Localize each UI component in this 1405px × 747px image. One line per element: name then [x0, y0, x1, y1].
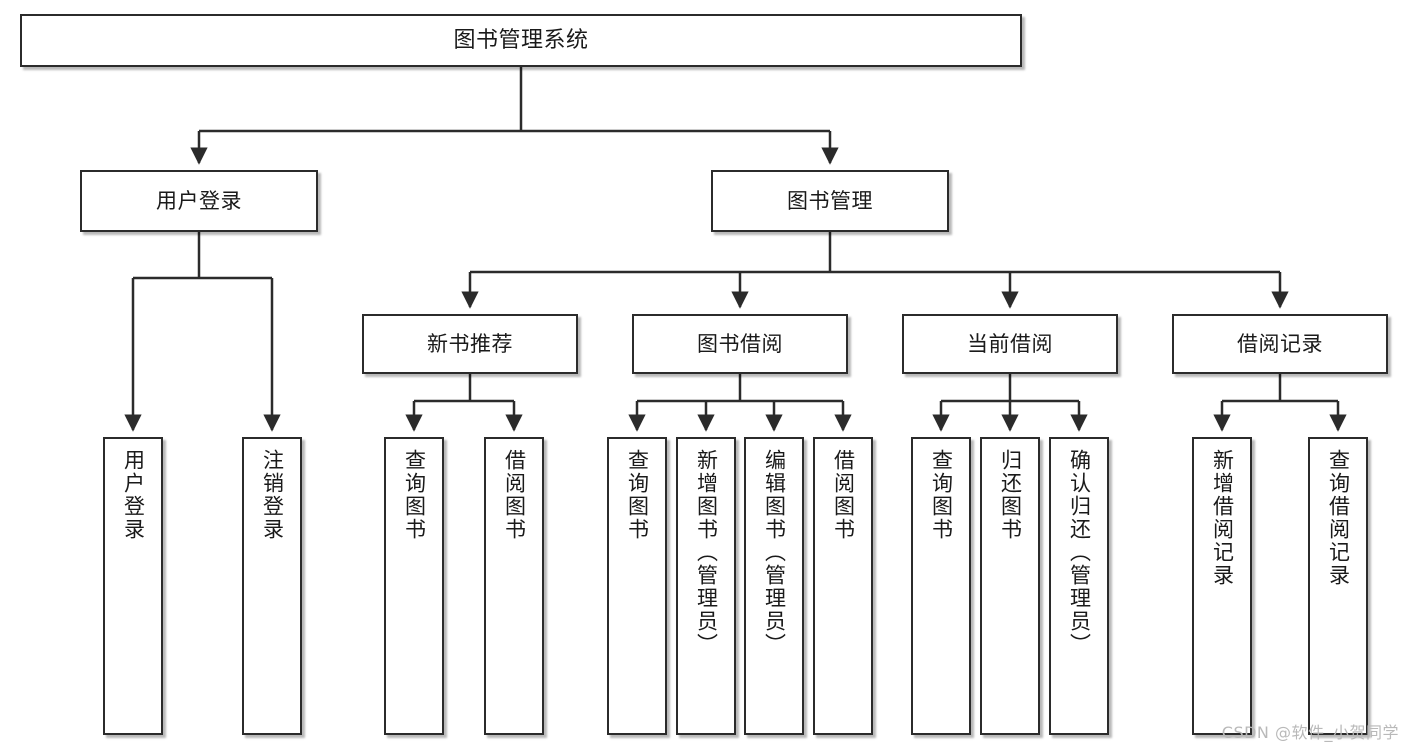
node-leaf-query-book-1-label: 查询图书 [402, 449, 427, 541]
node-borrow-record-label: 借阅记录 [1237, 331, 1323, 356]
node-leaf-edit-book-label: 编辑图书（管理员） [762, 449, 787, 656]
node-leaf-query-record[interactable]: 查询借阅记录 [1308, 437, 1368, 735]
node-leaf-edit-book[interactable]: 编辑图书（管理员） [744, 437, 804, 735]
node-leaf-user-login[interactable]: 用户登录 [103, 437, 163, 735]
node-leaf-query-book-2[interactable]: 查询图书 [607, 437, 667, 735]
node-leaf-query-book-3[interactable]: 查询图书 [911, 437, 971, 735]
node-book-borrow[interactable]: 图书借阅 [632, 314, 848, 374]
node-leaf-query-book-1[interactable]: 查询图书 [384, 437, 444, 735]
node-user-login[interactable]: 用户登录 [80, 170, 318, 232]
node-leaf-return-book[interactable]: 归还图书 [980, 437, 1040, 735]
node-book-management-label: 图书管理 [787, 188, 873, 213]
node-leaf-return-book-label: 归还图书 [998, 449, 1023, 541]
node-leaf-borrow-book-2-label: 借阅图书 [831, 449, 856, 541]
node-leaf-add-record-label: 新增借阅记录 [1210, 449, 1235, 587]
node-leaf-confirm-return-label: 确认归还（管理员） [1067, 449, 1092, 656]
node-book-management[interactable]: 图书管理 [711, 170, 949, 232]
node-leaf-borrow-book-2[interactable]: 借阅图书 [813, 437, 873, 735]
node-leaf-confirm-return[interactable]: 确认归还（管理员） [1049, 437, 1109, 735]
node-leaf-query-record-label: 查询借阅记录 [1326, 449, 1351, 587]
node-leaf-logout-login[interactable]: 注销登录 [242, 437, 302, 735]
node-leaf-add-book[interactable]: 新增图书（管理员） [676, 437, 736, 735]
node-leaf-add-book-label: 新增图书（管理员） [694, 449, 719, 656]
csdn-watermark: CSDN @软件_小贺同学 [1221, 723, 1399, 742]
node-leaf-query-book-3-label: 查询图书 [929, 449, 954, 541]
node-user-login-label: 用户登录 [156, 188, 242, 213]
node-root-label: 图书管理系统 [453, 27, 589, 53]
node-current-borrow-label: 当前借阅 [967, 331, 1053, 356]
node-leaf-borrow-book-1-label: 借阅图书 [502, 449, 527, 541]
node-borrow-record[interactable]: 借阅记录 [1172, 314, 1388, 374]
node-current-borrow[interactable]: 当前借阅 [902, 314, 1118, 374]
node-leaf-logout-login-label: 注销登录 [260, 449, 285, 541]
node-leaf-user-login-label: 用户登录 [121, 449, 146, 541]
node-book-borrow-label: 图书借阅 [697, 331, 783, 356]
node-leaf-query-book-2-label: 查询图书 [625, 449, 650, 541]
node-new-book-recommend-label: 新书推荐 [427, 331, 513, 356]
node-leaf-borrow-book-1[interactable]: 借阅图书 [484, 437, 544, 735]
node-new-book-recommend[interactable]: 新书推荐 [362, 314, 578, 374]
node-root[interactable]: 图书管理系统 [20, 14, 1022, 67]
node-leaf-add-record[interactable]: 新增借阅记录 [1192, 437, 1252, 735]
